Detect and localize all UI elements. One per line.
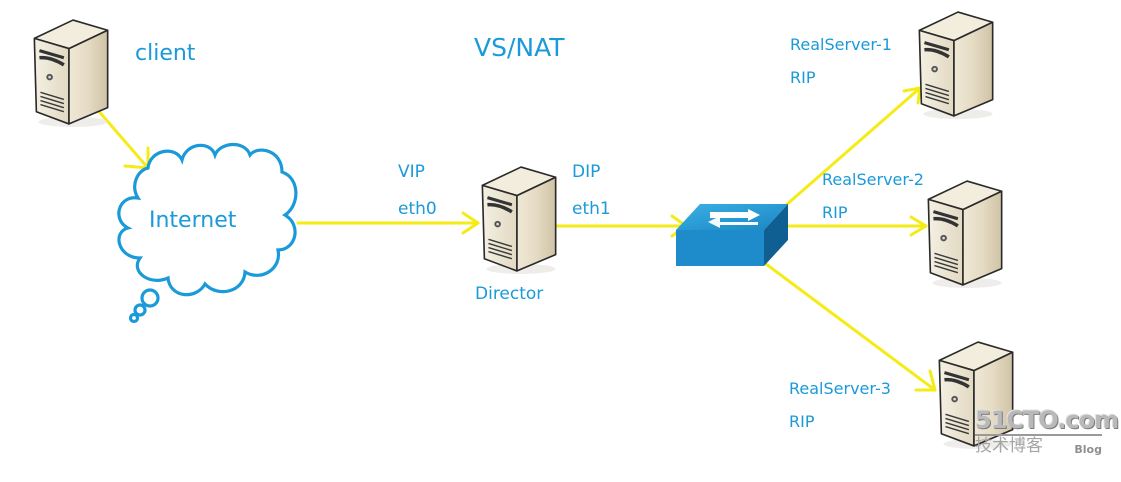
realserver-2-rip-label: RIP: [822, 203, 848, 222]
realserver-3-label: RealServer-3: [789, 379, 891, 398]
realserver-2-server-icon: [922, 177, 1008, 289]
realserver-1-rip-label: RIP: [790, 68, 816, 87]
eth1-label: eth1: [572, 199, 611, 219]
link-switch-realserver-3: [764, 262, 937, 392]
vip-label: VIP: [398, 162, 425, 182]
watermark-divider: [975, 434, 1102, 436]
dip-label: DIP: [572, 162, 601, 182]
eth0-label: eth0: [398, 199, 437, 219]
watermark-subtitle: 技术博客: [975, 436, 1043, 456]
link-switch-realserver-1: [783, 86, 922, 208]
realserver-1-label: RealServer-1: [790, 35, 892, 54]
director-label: Director: [475, 284, 544, 304]
client-label: client: [135, 41, 196, 66]
link-switch-realserver-2: [786, 215, 928, 237]
director-server-icon: [476, 163, 562, 275]
switch-icon: [676, 204, 788, 266]
realserver-3-rip-label: RIP: [789, 412, 815, 431]
client-server-icon: [28, 16, 114, 128]
watermark: 51CTO.com 技术博客 Blog: [975, 406, 1119, 468]
realserver-1-server-icon: [913, 8, 999, 120]
realserver-2-label: RealServer-2: [822, 170, 924, 189]
watermark-site: 51CTO.com: [975, 406, 1119, 434]
watermark-blog: Blog: [1074, 443, 1102, 456]
diagram-title: VS/NAT: [474, 33, 565, 62]
internet-label: Internet: [149, 208, 237, 233]
link-internet-director: [296, 211, 480, 235]
